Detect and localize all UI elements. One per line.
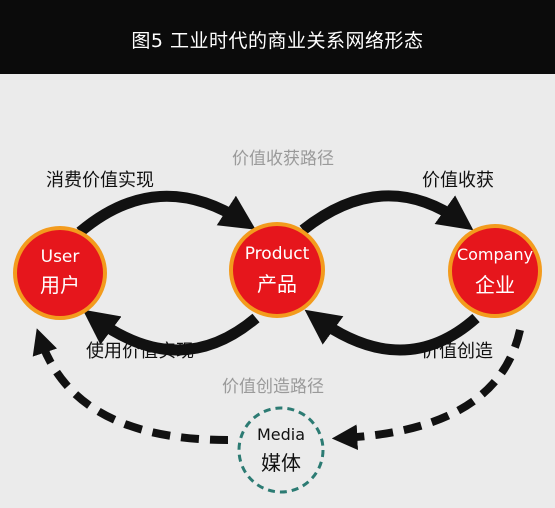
arrow-company-to-product	[304, 309, 480, 356]
product-node: Product 产品	[229, 222, 325, 318]
arrow-product-to-company	[299, 190, 474, 235]
user-node: User 用户	[13, 226, 107, 320]
dashed-arrow-media-to-user	[32, 328, 229, 444]
create-path-label: 价值创造路径	[222, 377, 324, 397]
company-node-en: Company	[457, 245, 533, 264]
media-node-zh: 媒体	[261, 451, 301, 475]
company-node-zh: 企业	[475, 273, 515, 297]
dashed-arrow-company-to-media	[331, 329, 524, 450]
page-title: 图5 工业时代的商业关系网络形态	[131, 30, 424, 52]
media-node-en: Media	[257, 425, 305, 444]
product-node-en: Product	[245, 244, 310, 264]
media-node: Media 媒体	[237, 406, 325, 494]
product-node-zh: 产品	[257, 272, 297, 296]
arrow-product-to-user	[82, 309, 260, 356]
harvest-path-label: 价值收获路径	[232, 149, 334, 169]
business-network-diagram: 价值收获路径 价值创造路径 消费价值实现 价值收获 使用价值实现 价值创造 Us…	[13, 149, 542, 494]
header-bar: 图5 工业时代的商业关系网络形态	[0, 0, 555, 74]
arrow-user-to-product	[76, 190, 256, 237]
user-node-zh: 用户	[40, 273, 80, 297]
consume-value-label: 消费价值实现	[46, 170, 154, 191]
company-node: Company 企业	[448, 224, 542, 318]
value-harvest-label: 价值收获	[422, 170, 494, 191]
user-node-en: User	[41, 247, 80, 267]
